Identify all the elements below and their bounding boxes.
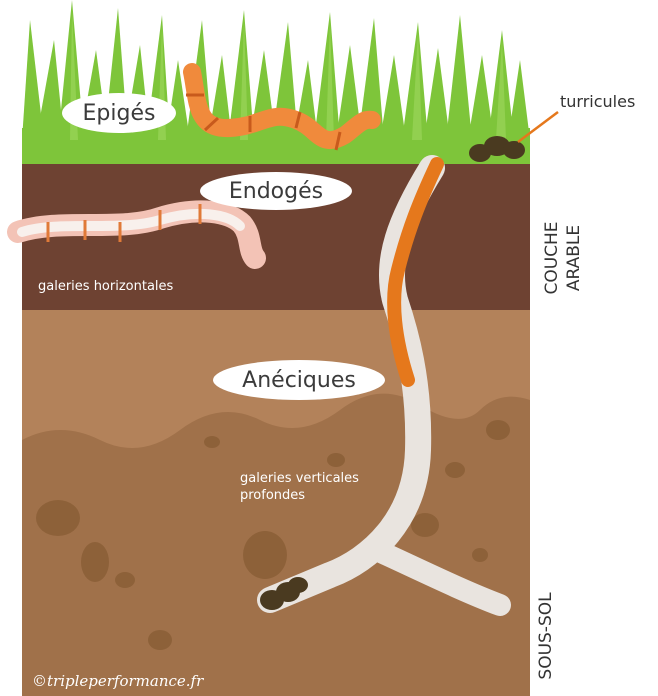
aneciques-label: Anéciques: [213, 360, 385, 400]
galeries-verticales-line2: profondes: [240, 487, 359, 504]
epiges-label: Epigés: [62, 93, 176, 133]
galeries-verticales-line1: galeries verticales: [240, 470, 359, 487]
sous-sol-label: SOUS-SOL: [535, 586, 557, 686]
epiges-text: Epigés: [83, 101, 156, 126]
galeries-verticales-label: galeries verticales profondes: [240, 470, 359, 504]
aneciques-text: Anéciques: [242, 368, 356, 393]
couche-text: COUCHE: [541, 203, 563, 313]
arable-text: ARABLE: [563, 203, 585, 313]
couche-arable-label: COUCHE ARABLE: [541, 203, 589, 313]
credit-text: ©tripleperformance.fr: [32, 672, 203, 690]
turricules-label: turricules: [560, 92, 635, 111]
sous-sol-text: SOUS-SOL: [536, 592, 556, 679]
galeries-horizontales-label: galeries horizontales: [38, 278, 173, 295]
endoges-text: Endogés: [229, 179, 323, 204]
endoges-label: Endogés: [200, 172, 352, 210]
